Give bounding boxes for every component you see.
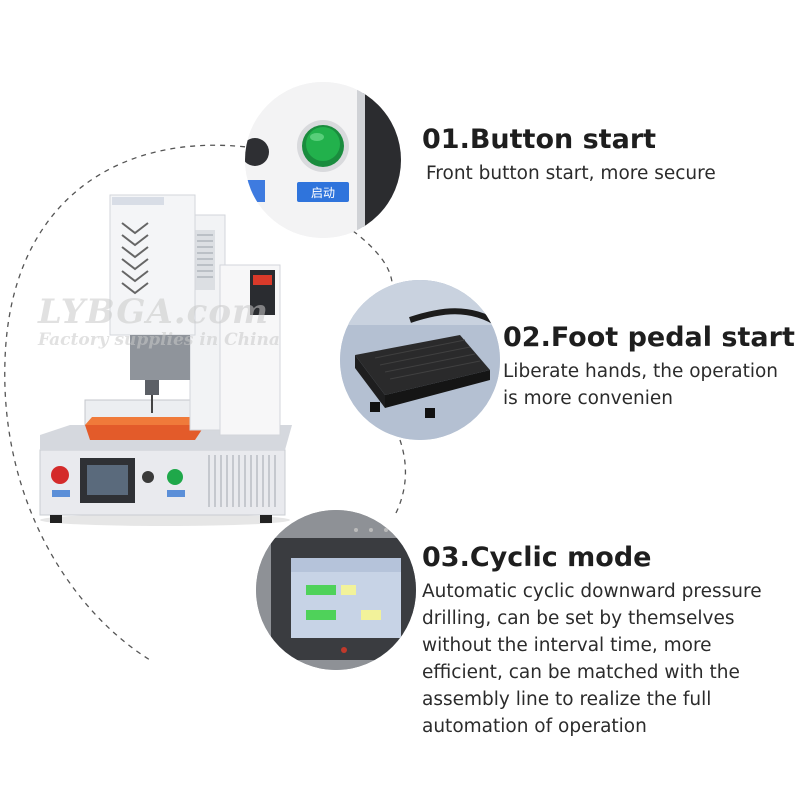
feature-description: Liberate hands, the operation is more co… [503,358,795,412]
closeup-button-label: 启动 [311,186,335,200]
feature-description-line: drilling, can be set by themselves [422,608,735,629]
feature-description-line: without the interval time, more [422,635,712,656]
feature-title: 02.Foot pedal start [503,322,795,353]
feature-description: Automatic cyclic downward pressure drill… [422,578,762,740]
feature-description-line: is more convenien [503,388,673,409]
feature-description: Front button start, more secure [426,160,716,187]
feature-button-start: 01.Button start Front button start, more… [422,122,716,187]
foot-pedal-image [340,280,500,440]
feature-description-line: Front button start, more secure [426,163,716,184]
feature-description-line: efficient, can be matched with the [422,662,740,683]
stop-button [51,466,69,484]
feature-title: 01.Button start [422,124,657,155]
feature-foot-pedal-start: 02.Foot pedal start Liberate hands, the … [503,320,795,412]
feature-cyclic-mode: 03.Cyclic mode Automatic cyclic downward… [422,540,762,740]
feature-description-line: Automatic cyclic downward pressure [422,581,762,602]
feature-description-line: Liberate hands, the operation [503,361,779,382]
control-screen-closeup-image [256,510,416,670]
knob [142,471,154,483]
drilling-machine-image [39,194,292,526]
feature-description-line: automation of operation [422,716,647,737]
feature-title: 03.Cyclic mode [422,542,652,573]
start-button [167,469,183,485]
button-closeup-image: 启动 [245,82,401,238]
feature-description-line: assembly line to realize the full [422,689,712,710]
